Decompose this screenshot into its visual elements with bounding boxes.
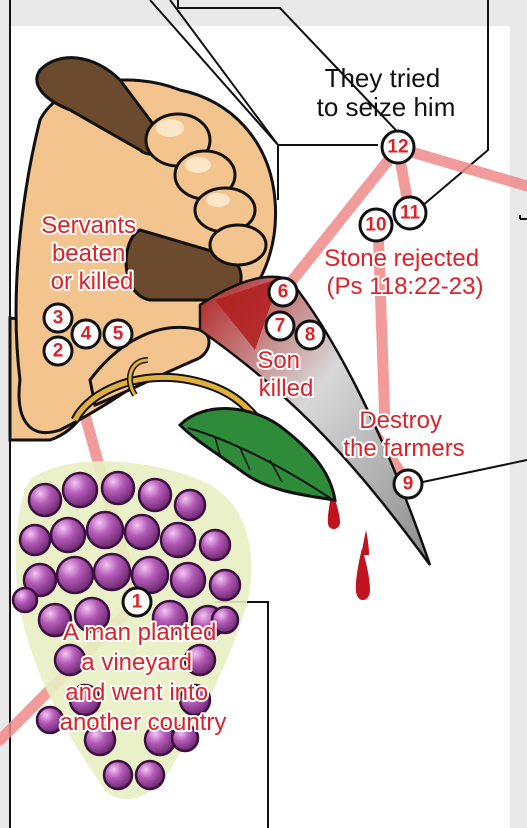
svg-text:9: 9 (403, 474, 414, 495)
marker-2: 2 (44, 337, 72, 365)
grape-berry (13, 588, 37, 612)
svg-text:3: 3 (53, 308, 64, 329)
svg-text:8: 8 (305, 325, 316, 346)
grape-berry (51, 518, 85, 552)
planted-line-4: another country (60, 709, 227, 736)
planted-line-3: and went into (65, 679, 208, 706)
grape-berry (57, 557, 93, 593)
svg-text:5: 5 (113, 324, 124, 345)
planted-line-1: A man planted (63, 619, 216, 646)
stone-line-2: (Ps 118:22-23) (327, 273, 484, 300)
servants-line-3: or killed (51, 268, 134, 295)
grape-berry (125, 515, 159, 549)
svg-text:7: 7 (275, 316, 286, 337)
marker-6: 6 (269, 278, 297, 306)
marker-8: 8 (296, 321, 324, 349)
marker-3: 3 (44, 304, 72, 332)
stone-line-1: Stone rejected (324, 245, 479, 272)
svg-text:2: 2 (53, 341, 64, 362)
grape-berry (94, 554, 130, 590)
grape-berry (87, 512, 123, 548)
grape-berry (63, 473, 97, 507)
svg-text:12: 12 (387, 137, 408, 158)
seize-label: They tried to seize him (317, 63, 456, 122)
marker-10: 10 (360, 209, 392, 241)
grape-berry (29, 484, 61, 516)
stone-label: Stone rejected (Ps 118:22-23) (324, 245, 485, 300)
svg-text:4: 4 (81, 324, 92, 345)
son-label: Son killed (257, 347, 313, 402)
marker-9: 9 (394, 470, 422, 498)
seize-line-2: to seize him (317, 92, 456, 122)
destroy-line-1: Destroy (359, 407, 442, 434)
svg-text:11: 11 (400, 203, 421, 224)
marker-7: 7 (266, 312, 294, 340)
top-strip (10, 0, 510, 26)
son-line-2: killed (259, 375, 314, 402)
planted-line-2: a vineyard (81, 649, 192, 676)
grape-berry (200, 530, 230, 560)
servants-line-1: Servants (41, 212, 136, 239)
seize-line-1: They tried (325, 63, 441, 93)
marker-1: 1 (123, 588, 151, 616)
grape-berry (175, 490, 205, 520)
marker-11: 11 (394, 197, 426, 229)
grape-berry (139, 479, 171, 511)
servants-line-2: beaten (52, 240, 125, 267)
svg-text:1: 1 (132, 592, 143, 613)
destroy-line-2: the farmers (343, 435, 464, 462)
grape-berry (20, 525, 50, 555)
destroy-label: Destroy the farmers (343, 407, 464, 462)
grape-berry (161, 523, 195, 557)
svg-text:10: 10 (365, 215, 386, 236)
servants-label: Servants beaten or killed (41, 212, 142, 295)
son-line-1: Son (257, 347, 300, 374)
grape-berry (171, 563, 205, 597)
grape-berry (102, 472, 134, 504)
right-panel (510, 0, 527, 828)
grape-berry (210, 570, 240, 600)
grape-berry (136, 761, 164, 789)
marker-4: 4 (72, 320, 100, 348)
grape-berry (104, 761, 132, 789)
marker-12: 12 (382, 131, 414, 163)
marker-5: 5 (104, 320, 132, 348)
svg-text:6: 6 (278, 282, 289, 303)
